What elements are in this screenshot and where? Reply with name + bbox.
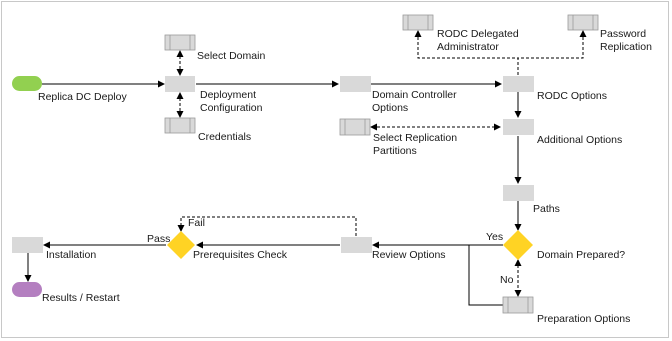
deployment-label-line1: Deployment — [200, 89, 257, 101]
domain-prepared-decision — [503, 230, 533, 260]
installation-node — [12, 237, 43, 253]
rodc-delegated-label-line1: RODC Delegated — [437, 28, 519, 40]
no-label: No — [500, 274, 514, 286]
rodc-options-label: RODC Options — [537, 90, 608, 102]
password-replication-node — [567, 14, 599, 31]
results-label: Results / Restart — [42, 292, 120, 304]
fail-label: Fail — [188, 217, 205, 229]
rodc-options-node — [503, 76, 534, 92]
prerequisites-check-label: Prerequisites Check — [193, 249, 287, 261]
start-terminal — [12, 76, 42, 91]
select-replication-label-line2: Partitions — [373, 145, 417, 157]
dashed-connectors — [176, 30, 587, 297]
dc-options-label-line1: Domain Controller — [372, 89, 457, 101]
rodc-delegated-label-line2: Administrator — [437, 41, 499, 53]
domain-prepared-label: Domain Prepared? — [537, 249, 626, 261]
additional-options-label: Additional Options — [537, 134, 623, 146]
review-options-label: Review Options — [372, 249, 446, 261]
start-label: Replica DC Deploy — [38, 91, 127, 103]
connector-rodc-delegated — [414, 30, 519, 75]
rodc-delegated-node — [402, 14, 434, 31]
paths-label: Paths — [533, 203, 560, 215]
yes-label: Yes — [486, 231, 504, 243]
end-terminal — [12, 282, 42, 297]
paths-node — [503, 185, 534, 201]
dc-options-label-line2: Options — [372, 102, 409, 114]
preparation-options-label: Preparation Options — [537, 313, 631, 325]
prerequisites-check-decision — [167, 231, 195, 259]
deployment-label-line2: Configuration — [200, 102, 263, 114]
credentials-node — [164, 117, 196, 134]
additional-options-node — [503, 119, 534, 135]
review-options-node — [341, 237, 372, 253]
password-label-line1: Password — [600, 28, 647, 40]
connector-preparation-return — [468, 245, 503, 306]
connector-password-replication — [517, 30, 587, 75]
select-domain-label: Select Domain — [197, 50, 266, 62]
select-domain-node — [164, 34, 196, 51]
credentials-label: Credentials — [198, 131, 252, 143]
solid-connectors — [24, 80, 522, 306]
password-label-line2: Replication — [600, 41, 652, 53]
preparation-options-node — [502, 296, 534, 314]
select-replication-node — [339, 118, 371, 136]
domain-controller-options-node — [340, 76, 371, 92]
connector-fail-loop — [177, 216, 357, 236]
deployment-configuration-node — [165, 76, 195, 92]
select-replication-label-line1: Select Replication — [373, 132, 458, 144]
pass-label: Pass — [147, 233, 171, 245]
installation-label: Installation — [46, 249, 97, 261]
